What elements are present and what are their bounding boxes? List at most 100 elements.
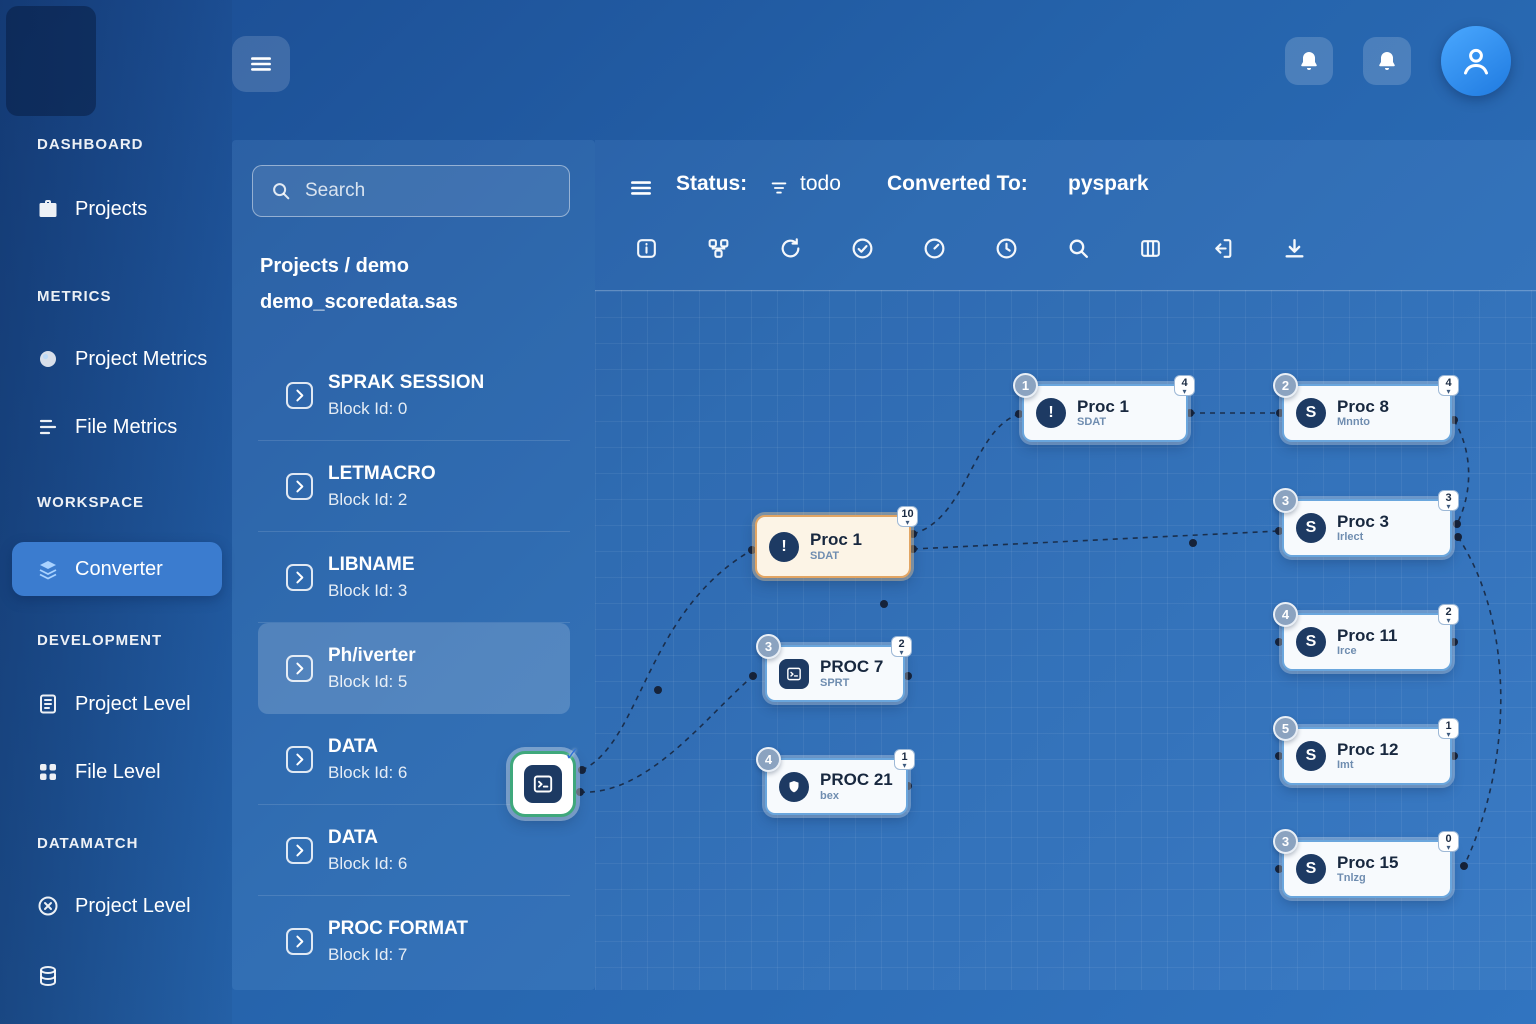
search-tool-button[interactable] xyxy=(1061,231,1095,265)
node-count-stepper[interactable]: 2▾ xyxy=(891,636,912,658)
node-title: Proc 8 xyxy=(1337,396,1389,416)
alerts-button[interactable] xyxy=(1363,37,1411,85)
chevron-down-icon: ▾ xyxy=(902,761,907,771)
filter-icon[interactable] xyxy=(768,177,790,199)
sidebar-item-label: File Level xyxy=(75,760,161,783)
status-value[interactable]: todo xyxy=(800,172,841,195)
search-icon xyxy=(1066,236,1091,261)
node-count-stepper[interactable]: 2▾ xyxy=(1438,604,1459,626)
user-avatar[interactable] xyxy=(1441,26,1511,96)
sidebar-item-converter-6[interactable]: Converter xyxy=(12,542,222,596)
s-icon: S xyxy=(1296,741,1326,771)
columns-icon xyxy=(1138,236,1163,261)
block-title: DATA xyxy=(328,735,378,757)
node-title: Proc 3 xyxy=(1337,511,1389,531)
sidebar-item-file-level-9[interactable]: File Level xyxy=(12,745,222,799)
clock-tool-button[interactable] xyxy=(989,231,1023,265)
node-count-stepper[interactable]: 10▾ xyxy=(897,506,918,528)
bell-icon xyxy=(1297,49,1321,73)
chevron-right-icon xyxy=(286,745,313,773)
chevron-down-icon: ▾ xyxy=(1446,616,1451,626)
node-count-stepper[interactable]: 1▾ xyxy=(1438,718,1459,740)
sidebar-item-database-12[interactable] xyxy=(12,949,222,1003)
flow-node-source-block[interactable]: ✓ xyxy=(510,745,579,817)
grid-dots-icon xyxy=(36,760,60,784)
node-count-stepper[interactable]: 3▾ xyxy=(1438,490,1459,512)
sidebar-item-project-level-11[interactable]: Project Level xyxy=(12,879,222,933)
check-circle-icon xyxy=(850,236,875,261)
chevron-down-icon: ▾ xyxy=(899,648,904,658)
node-count: 2 xyxy=(1445,606,1452,618)
block-title: DATA xyxy=(328,826,378,848)
node-count-stepper[interactable]: 1▾ xyxy=(894,749,915,771)
node-order-badge: 3 xyxy=(756,634,781,659)
node-count-stepper[interactable]: 4▾ xyxy=(1438,375,1459,397)
node-count-stepper[interactable]: 4▾ xyxy=(1174,375,1195,397)
info-tool-button[interactable] xyxy=(629,231,663,265)
terminal-icon xyxy=(779,658,809,689)
search-input[interactable] xyxy=(252,165,570,217)
s-icon: S xyxy=(1296,398,1326,428)
breadcrumb-file[interactable]: demo_scoredata.sas xyxy=(260,291,458,313)
node-order-badge: 5 xyxy=(1273,716,1298,741)
menu-button[interactable] xyxy=(232,36,290,92)
breadcrumb-project[interactable]: Projects / demo xyxy=(260,255,409,277)
sidebar-item-label: Projects xyxy=(75,197,148,220)
node-count-stepper[interactable]: 0▾ xyxy=(1438,831,1459,853)
node-order-badge: 2 xyxy=(1273,373,1298,398)
refresh-tool-button[interactable] xyxy=(773,231,807,265)
block-title: Ph/iverter xyxy=(328,644,416,666)
chevron-right-icon xyxy=(286,654,313,682)
node-count: 10 xyxy=(901,508,914,520)
block-title: SPRAK SESSION xyxy=(328,371,485,393)
converted-to-value[interactable]: pyspark xyxy=(1068,172,1149,195)
list-menu-icon[interactable] xyxy=(628,175,654,201)
block-list-item-5[interactable]: DATA Block Id: 6 xyxy=(258,805,570,896)
node-subtitle: SDAT xyxy=(810,549,840,562)
sidebar-item-project-level-8[interactable]: Project Level xyxy=(12,677,222,731)
node-subtitle: SDAT xyxy=(1077,416,1107,429)
exclamation-icon: ! xyxy=(769,531,799,562)
exit-tool-button[interactable] xyxy=(1205,231,1239,265)
logo-placeholder xyxy=(6,6,96,116)
chevron-down-icon: ▾ xyxy=(905,518,910,528)
briefcase-icon xyxy=(36,197,60,221)
check-circle-tool-button[interactable] xyxy=(845,231,879,265)
block-title: LIBNAME xyxy=(328,553,415,575)
shield-icon xyxy=(779,771,809,802)
sidebar-item-project-metrics-3[interactable]: Project Metrics xyxy=(12,332,222,386)
download-tool-button[interactable] xyxy=(1277,231,1311,265)
flow-tool-button[interactable] xyxy=(701,231,735,265)
search-icon xyxy=(270,180,292,202)
node-order-badge: 3 xyxy=(1273,829,1298,854)
blocks-panel: Projects / demo demo_scoredata.sas SPRAK… xyxy=(232,140,595,990)
canvas-header: Status: todo Converted To: pyspark xyxy=(595,140,1536,215)
gauge-tool-button[interactable] xyxy=(917,231,951,265)
chevron-right-icon xyxy=(286,563,313,591)
notifications-button[interactable] xyxy=(1285,37,1333,85)
columns-tool-button[interactable] xyxy=(1133,231,1167,265)
user-icon xyxy=(1458,43,1494,79)
sidebar-item-projects-1[interactable]: Projects xyxy=(12,182,222,236)
sidebar-section-datamatch: DATAMATCH xyxy=(37,835,139,852)
chevron-right-icon xyxy=(286,381,313,409)
sidebar-item-file-metrics-4[interactable]: File Metrics xyxy=(12,400,222,454)
block-id: Block Id: 6 xyxy=(328,853,408,873)
node-subtitle: Irce xyxy=(1337,645,1357,658)
sidebar-item-label: Project Level xyxy=(75,692,191,715)
